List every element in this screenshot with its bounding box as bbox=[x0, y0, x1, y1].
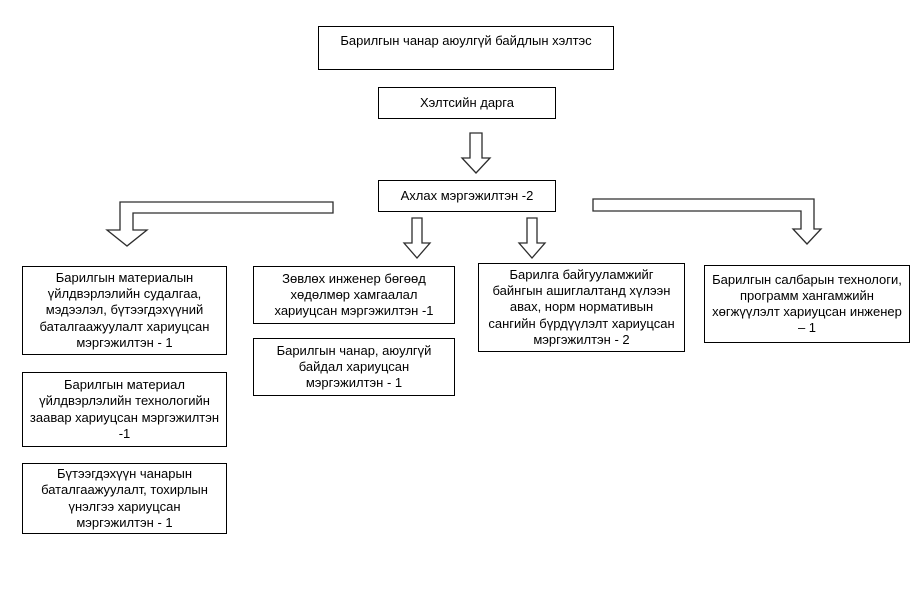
node-director-label: Хэлтсийн дарга bbox=[420, 94, 514, 110]
node-senior-specialist: Ахлах мэргэжилтэн -2 bbox=[378, 180, 556, 212]
bent-arrow-right-icon bbox=[592, 198, 823, 245]
node-materials-research-specialist: Барилгын материалын үйлдвэрлэлийн судалг… bbox=[22, 266, 227, 355]
down-arrow-icon bbox=[402, 217, 432, 259]
node-director: Хэлтсийн дарга bbox=[378, 87, 556, 119]
node-building-commissioning-specialist: Барилга байгууламжийг байнгын ашиглалтан… bbox=[478, 263, 685, 352]
node-consulting-engineer-specialist: Зөвлөх инженер бөгөөд хөдөлмөр хамгаалал… bbox=[253, 266, 455, 324]
node-product-quality-specialist: Бүтээгдэхүүн чанарын баталгаажуулалт, то… bbox=[22, 463, 227, 534]
down-arrow-icon bbox=[460, 132, 492, 174]
node-senior-specialist-label: Ахлах мэргэжилтэн -2 bbox=[400, 187, 534, 203]
node-label: Барилгын салбарын технологи, программ ха… bbox=[712, 271, 902, 336]
bent-arrow-left-icon bbox=[105, 201, 334, 247]
node-department: Барилгын чанар аюулгүй байдлын хэлтэс bbox=[318, 26, 614, 70]
node-label: Барилгын материал үйлдвэрлэлийн технолог… bbox=[29, 377, 220, 441]
node-materials-technology-specialist: Барилгын материал үйлдвэрлэлийн технолог… bbox=[22, 372, 227, 447]
node-label: Зөвлөх инженер бөгөөд хөдөлмөр хамгаалал… bbox=[274, 270, 434, 319]
node-label: Барилгын чанар, аюулгүй байдал хариуцсан… bbox=[276, 342, 432, 391]
node-label: Бүтээгдэхүүн чанарын баталгаажуулалт, то… bbox=[41, 466, 208, 530]
node-department-label: Барилгын чанар аюулгүй байдлын хэлтэс bbox=[340, 33, 592, 48]
down-arrow-icon bbox=[517, 217, 547, 259]
node-label: Барилга байгууламжийг байнгын ашиглалтан… bbox=[488, 266, 675, 347]
node-label: Барилгын материалын үйлдвэрлэлийн судалг… bbox=[39, 269, 210, 350]
node-construction-quality-safety-specialist: Барилгын чанар, аюулгүй байдал хариуцсан… bbox=[253, 338, 455, 396]
node-technology-software-engineer: Барилгын салбарын технологи, программ ха… bbox=[704, 265, 910, 343]
